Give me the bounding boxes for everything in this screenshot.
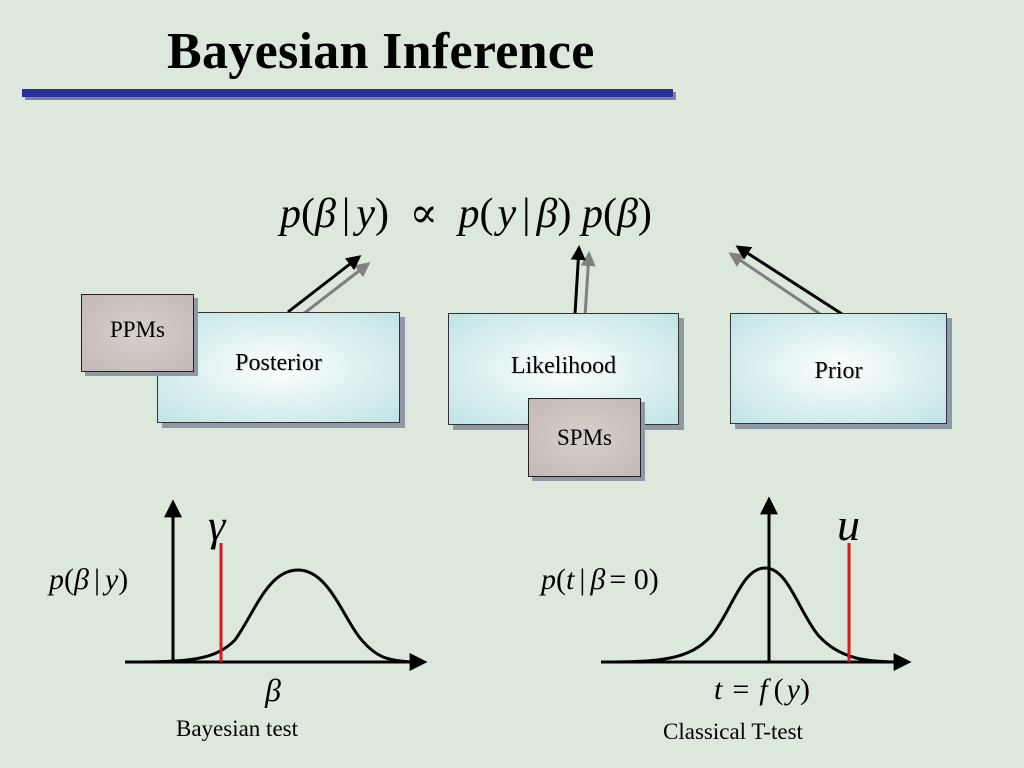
spms-label: SPMs (557, 424, 612, 450)
classical-plot (601, 496, 912, 671)
classical-caption: Classical T-test (663, 719, 803, 744)
bayesian-caption: Bayesian test (176, 716, 298, 741)
bayesian-ylabel: p(β|y) (49, 563, 129, 596)
null-distribution-curve (602, 566, 899, 664)
classical-xlabel: t=f(y) (714, 673, 810, 706)
posterior-density-curve (129, 568, 413, 664)
posterior-label: Posterior (235, 350, 322, 376)
likelihood-label: Likelihood (510, 352, 617, 379)
ppms-tag: PPMs (81, 294, 194, 372)
title-underline (22, 89, 673, 97)
prior-box: Prior (730, 313, 947, 424)
likelihood-arrow (570, 245, 596, 317)
spms-tag: SPMs (528, 398, 641, 477)
proportional-symbol: ∝ (409, 191, 438, 237)
prior-arrow (728, 245, 843, 320)
bayesian-xlabel: β (265, 672, 281, 708)
bayes-equation: p(β|y) ∝ p(y|β) p(β) (280, 191, 652, 237)
bayesian-plot (125, 499, 428, 671)
prior-label: Prior (814, 358, 863, 384)
ppms-label: PPMs (110, 317, 165, 342)
posterior-arrow (287, 255, 371, 320)
posterior-box: Posterior (157, 312, 400, 423)
classical-ylabel: p(t|β= 0) (541, 563, 659, 596)
slide-title: Bayesian Inference (167, 23, 595, 80)
u-symbol: u (837, 499, 860, 550)
gamma-symbol: γ (208, 501, 226, 550)
